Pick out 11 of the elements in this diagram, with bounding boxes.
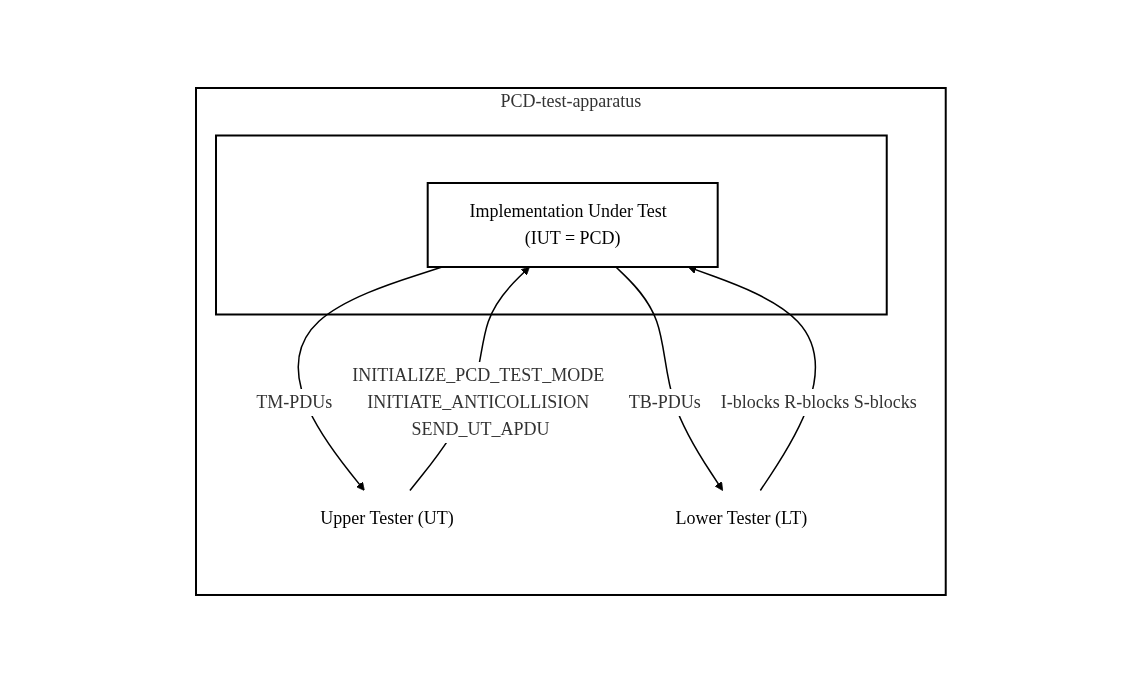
cluster (214, 134, 888, 315)
arrow (614, 265, 723, 491)
edge-label: TM-PDUs (255, 391, 332, 412)
edge-label: TB-PDUs (628, 391, 701, 412)
edge-label: INITIALIZE_PCD_TEST_MODE INITIATE_ANTICOLLISION SEND_UT_APDU (351, 364, 604, 439)
node-text: Upper Tester (UT) (319, 507, 454, 528)
node-box: Implementation Under Test (IUT = PCD) (426, 181, 719, 268)
arrow (297, 265, 443, 491)
node-text: Lower Tester (LT) (675, 507, 807, 528)
arrow (687, 265, 816, 491)
edge-label: I-blocks R-blocks S-blocks (720, 391, 917, 412)
